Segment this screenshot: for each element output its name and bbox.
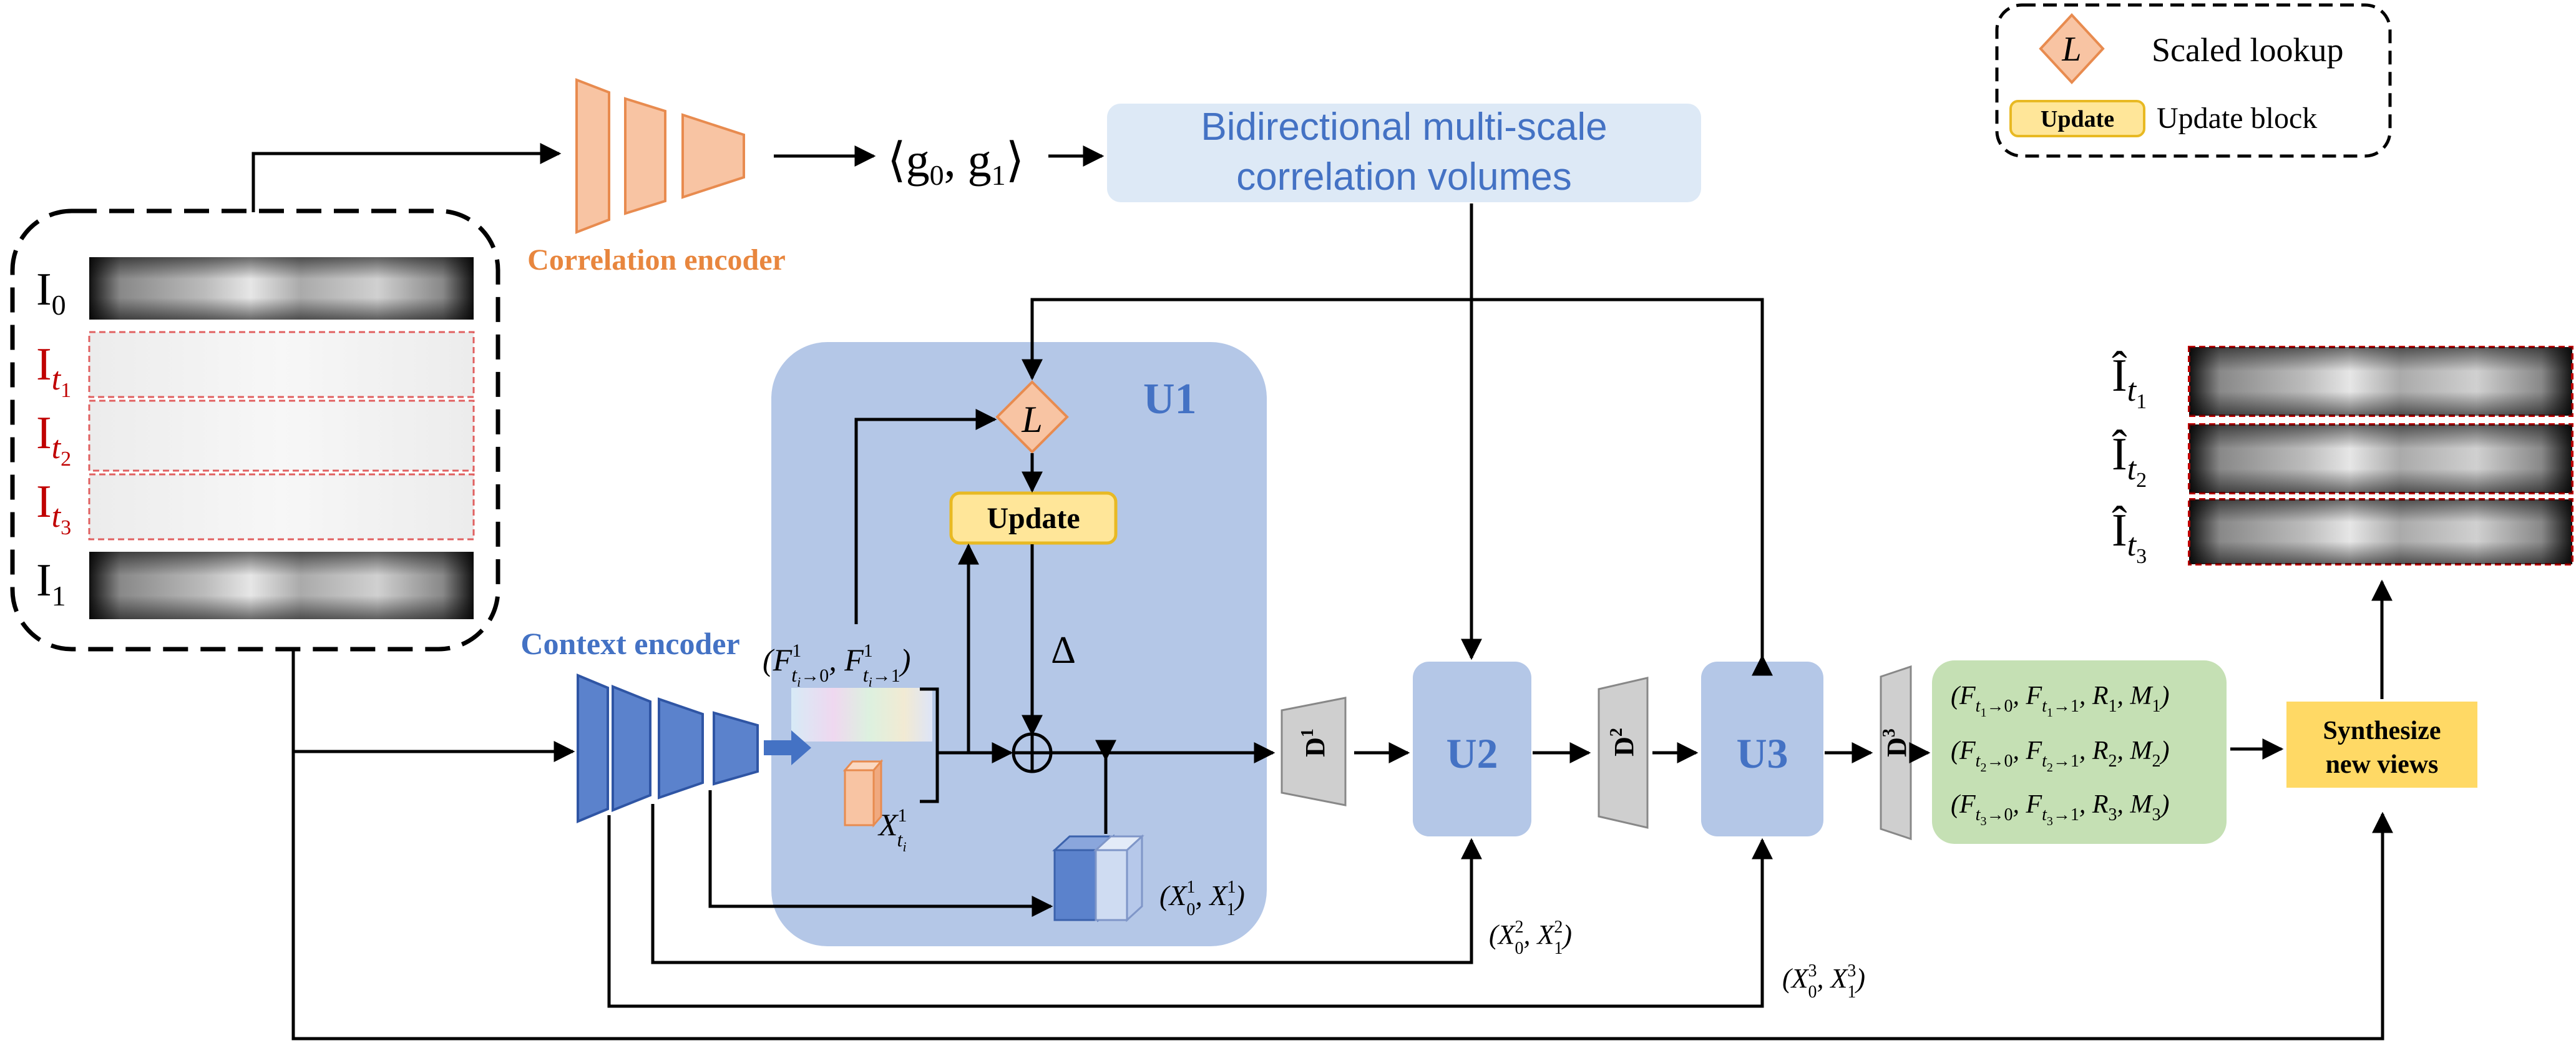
context-encoder-label: Context encoder xyxy=(520,626,739,661)
correlation-volumes-line2: correlation volumes xyxy=(1236,155,1572,198)
u3-block xyxy=(1701,662,1823,836)
legend-lookup-symbol: L xyxy=(2061,30,2081,69)
correlation-encoder-arrow xyxy=(251,143,562,212)
context-to-u3-arrow xyxy=(607,815,1773,1008)
legend-update-label: Update block xyxy=(2157,102,2317,135)
u1-update-block xyxy=(949,491,1118,545)
u1-bracket xyxy=(920,687,939,803)
stage-d3: D3 xyxy=(1880,665,1912,841)
correlation-volumes-box xyxy=(1107,104,1701,202)
d3-block xyxy=(1880,665,1912,841)
input-it3: It3 xyxy=(36,473,475,541)
output-it1-label: Ît1 xyxy=(2112,350,2147,413)
output-it3-label: Ît3 xyxy=(2112,505,2147,568)
d2-label: D2 xyxy=(1607,728,1639,757)
output-frames: Ît1 Ît2 Ît3 xyxy=(2112,346,2574,568)
input-it1: It1 xyxy=(36,331,475,402)
d1-block xyxy=(1281,697,1347,806)
outputs-row-2: (Ft2→0, Ft2→1, R2, M2) xyxy=(1951,737,2170,775)
u1-title: U1 xyxy=(1143,375,1197,423)
input-i0: I0 xyxy=(36,257,474,321)
u1-flow-image xyxy=(791,688,932,742)
input-i0-label: I0 xyxy=(36,264,66,321)
stage-u2: U2 xyxy=(1413,662,1531,836)
outputs-row-1: (Ft1→0, Ft1→1, R1, M1) xyxy=(1951,682,2170,720)
correlation-encoder-layer-3 xyxy=(681,113,745,199)
u1-flow-to-lookup-arrow xyxy=(854,409,997,624)
u2-block xyxy=(1413,662,1531,836)
context-encoder-layer-4 xyxy=(713,711,759,786)
u1-lookup-symbol: L xyxy=(1021,399,1042,440)
synthesize-line2: new views xyxy=(2326,750,2439,779)
legend-update-badge xyxy=(2009,100,2145,137)
correlation-encoder-label: Correlation encoder xyxy=(527,243,786,277)
correlation-encoder-layer-2 xyxy=(624,97,666,215)
input-it1-placeholder xyxy=(88,331,475,398)
correlation-pair-label: ⟨g0, g1⟩ xyxy=(887,134,1024,191)
outputs-green-box xyxy=(1932,660,2227,844)
synthesize-line1: Synthesize xyxy=(2323,717,2441,745)
synthesize-box xyxy=(2286,702,2477,788)
u2-label: U2 xyxy=(1446,730,1498,777)
d3-label: D3 xyxy=(1880,728,1912,757)
u1-context-blocks-icon xyxy=(1052,834,1144,923)
input-i1-label: I1 xyxy=(36,555,66,612)
correlation-encoder: Correlation encoder ⟨g0, g1⟩ Bidirection… xyxy=(251,78,1701,277)
input-to-context-arrow xyxy=(291,649,575,762)
u1-lookup-diamond-icon xyxy=(995,380,1069,454)
context-to-u2-arrow xyxy=(651,804,1482,964)
context-encoder-layer-1 xyxy=(577,673,609,823)
outputs-row-3: (Ft3→0, Ft3→1, R3, M3) xyxy=(1951,790,2170,828)
legend-lookup-label: Scaled lookup xyxy=(2152,31,2343,69)
context-encoder: Context encoder xyxy=(520,626,811,823)
u1-delta-label: Δ xyxy=(1051,629,1076,672)
input-it2-label: It2 xyxy=(36,408,71,471)
u1-update-label: Update xyxy=(987,502,1080,535)
correlation-volumes-line1: Bidirectional multi-scale xyxy=(1201,105,1607,149)
input-frames-box xyxy=(10,208,500,652)
legend-update-badge-text: Update xyxy=(2041,106,2114,132)
u1-feature-cube-icon xyxy=(842,758,884,828)
stage-u3: U3 xyxy=(1701,662,1823,836)
u1-panel xyxy=(771,342,1267,946)
output-it2-label: Ît2 xyxy=(2112,429,2147,492)
input-frames-group: I0 It1 It2 It3 I1 xyxy=(10,208,500,652)
stage-d1: D1 xyxy=(1281,697,1347,806)
input-it2: It2 xyxy=(36,399,475,472)
legend: L Scaled lookup Update Update block xyxy=(1995,3,2392,158)
d2-block xyxy=(1598,677,1649,829)
input-it3-placeholder xyxy=(88,473,475,541)
input-it1-label: It1 xyxy=(36,339,71,402)
inputs-to-synthesize-arrow xyxy=(291,649,2393,1041)
legend-lookup-diamond-icon xyxy=(2039,13,2105,84)
context-encoder-layer-3 xyxy=(658,697,704,800)
context-to-u1-arrow xyxy=(708,790,1053,917)
input-it3-label: It3 xyxy=(36,476,71,539)
d1-label: D1 xyxy=(1298,728,1330,757)
stage-d2: D2 xyxy=(1598,677,1649,829)
context-encoder-out-arrow-icon xyxy=(764,730,811,765)
legend-box xyxy=(1995,3,2392,158)
u3-label: U3 xyxy=(1736,730,1788,777)
lookup-feed-loop-arrow xyxy=(1022,298,1764,658)
correlation-encoder-layer-1 xyxy=(575,78,610,234)
context-encoder-layer-2 xyxy=(612,685,651,812)
synthesize-block: Synthesize new views xyxy=(2286,702,2477,788)
input-it2-placeholder xyxy=(88,399,475,472)
outputs-flow-box: (Ft1→0, Ft1→1, R1, M1) (Ft2→0, Ft2→1, R2… xyxy=(1932,660,2227,844)
input-i1: I1 xyxy=(36,552,474,619)
